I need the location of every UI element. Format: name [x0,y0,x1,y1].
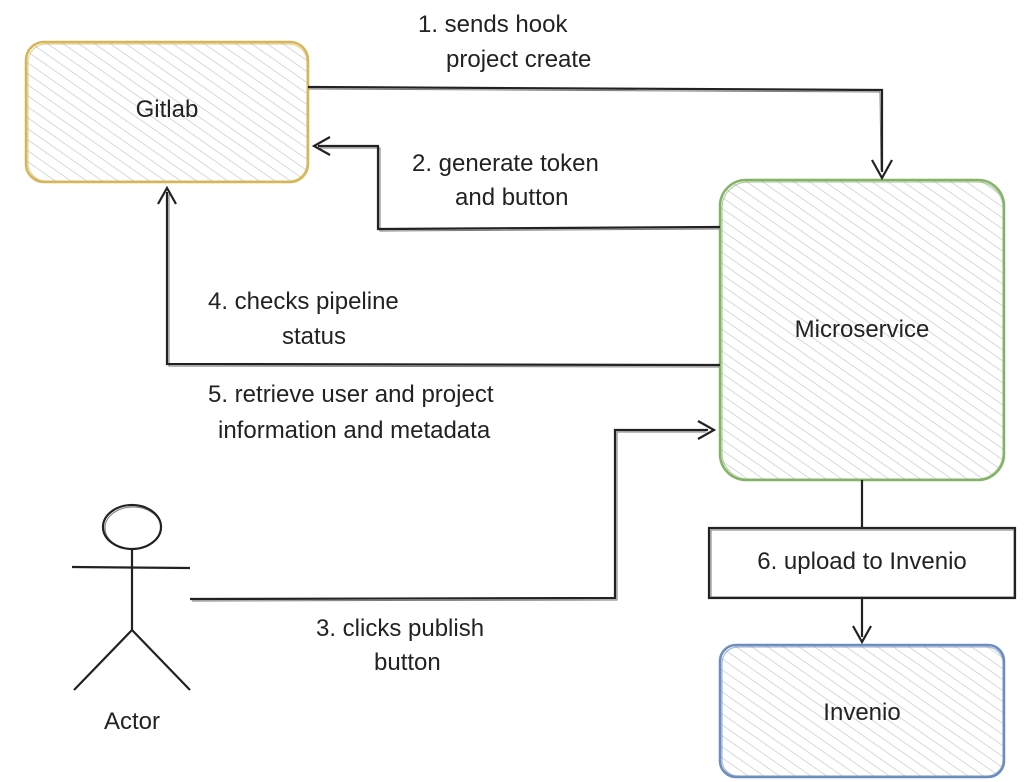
microservice-label: Microservice [794,316,930,343]
microservice-node[interactable] [718,178,1006,482]
edge1-label-line2: project create [446,46,592,73]
edge1-label-line1: 1. sends hook [418,11,568,38]
edge-upload [852,480,872,645]
actor-figure[interactable] [71,503,191,691]
gitlab-label: Gitlab [135,96,199,123]
edge2-label-line2: and button [455,184,569,211]
edge3-label-line2: button [374,649,441,676]
edge-clicks-publish [189,420,717,602]
edge4-label-line1: 4. checks pipeline [208,288,399,315]
edge4-label-line2: status [282,323,347,350]
actor-label: Actor [103,708,160,735]
edge2-label-line1: 2. generate token [412,150,599,177]
edge-generate-token [311,136,721,232]
gitlab-node[interactable] [24,40,310,184]
edge-checks-pipeline [157,185,721,368]
invenio-label: Invenio [823,699,901,726]
edge5-label-line1: 5. retrieve user and project [208,381,494,408]
edge5-label-line2: information and metadata [218,417,491,444]
edge-sends-hook [307,85,893,181]
edge3-label-line1: 3. clicks publish [316,615,485,642]
invenio-node[interactable] [718,643,1006,779]
upload-label: 6. upload to Invenio [757,548,967,575]
upload-label-box [707,526,1017,600]
